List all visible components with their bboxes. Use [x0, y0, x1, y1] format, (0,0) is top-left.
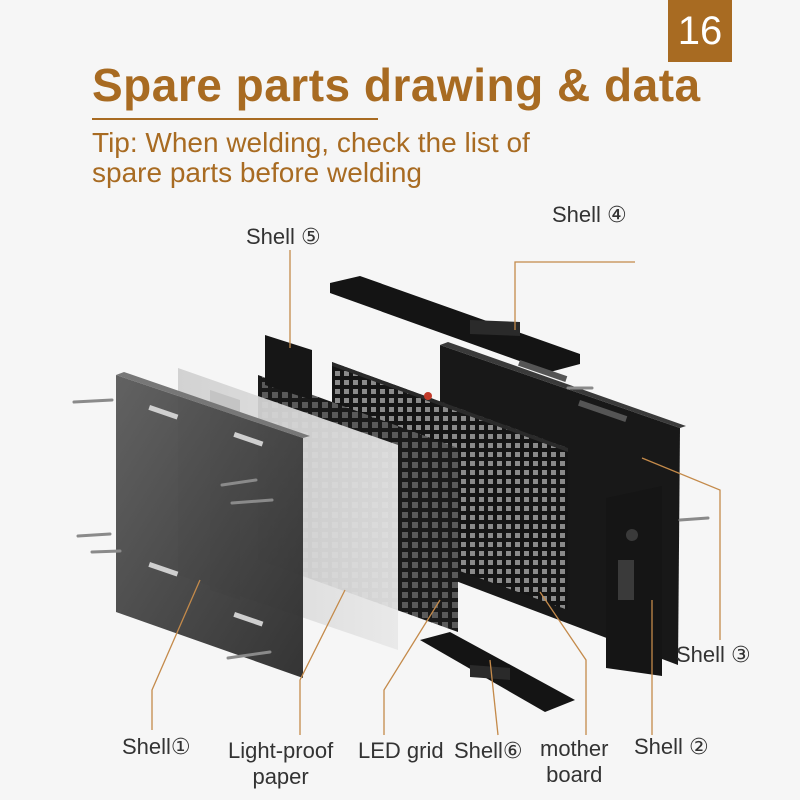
screws — [72, 386, 710, 660]
leader-shell-4 — [514, 261, 635, 330]
leader-shell-3 — [641, 457, 721, 640]
page-number-badge: 16 — [668, 0, 732, 62]
leader-shell-1 — [151, 579, 201, 730]
shell-6-part — [420, 632, 575, 712]
shell-5-part — [265, 335, 312, 400]
shell-4-part — [330, 276, 580, 372]
tip-line-2: spare parts before welding — [92, 157, 422, 188]
label-shell-6: Shell⑥ — [454, 738, 523, 763]
label-shell-5: Shell ⑤ — [246, 224, 321, 249]
label-led-grid: LED grid — [358, 738, 444, 763]
page-title: Spare parts drawing & data — [92, 59, 701, 111]
label-light-proof-line-1: Light-proof — [228, 738, 334, 763]
label-shell-1: Shell① — [122, 734, 191, 759]
label-shell-3: Shell ③ — [676, 642, 751, 667]
leader-led-grid — [383, 599, 441, 735]
label-light-proof-paper: Light-proof paper — [228, 738, 333, 790]
label-mother-line-2: board — [546, 762, 603, 787]
leader-shell-6 — [489, 659, 499, 736]
tip-line-1: Tip: When welding, check the list of — [92, 127, 530, 158]
leader-mother-board — [539, 591, 587, 735]
label-light-proof-line-2: paper — [252, 764, 309, 789]
title-underline — [92, 118, 378, 120]
leader-lines — [151, 250, 721, 736]
label-shell-2: Shell ② — [634, 734, 709, 759]
shell-2-part — [606, 486, 662, 676]
shell-1-part — [116, 372, 310, 678]
label-mother-board: mother board — [540, 736, 608, 788]
tip-text: Tip: When welding, check the list of spa… — [92, 128, 612, 188]
leader-light-proof-paper — [299, 589, 346, 735]
label-mother-line-1: mother — [540, 736, 609, 761]
label-shell-4: Shell ④ — [552, 202, 627, 227]
